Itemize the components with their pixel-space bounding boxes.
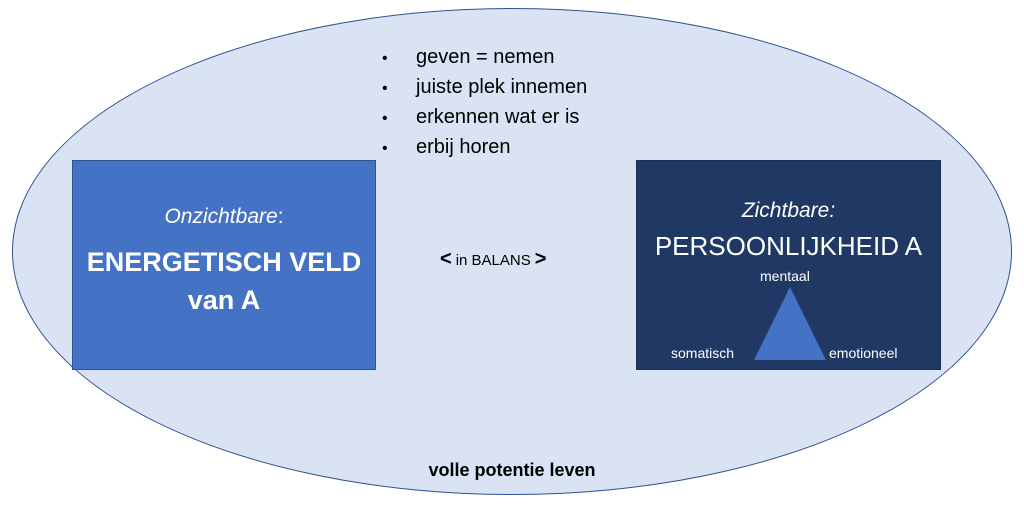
bullet-item: • geven = nemen (382, 42, 587, 72)
left-box-title: ENERGETISCH VELD van A (73, 243, 375, 319)
bullet-item: • erbij horen (382, 132, 587, 162)
bullet-list: • geven = nemen • juiste plek innemen • erk… (382, 42, 587, 162)
bullet-item: • erkennen wat er is (382, 102, 587, 132)
bullet-dot-icon: • (382, 140, 388, 157)
triangle-icon (754, 287, 826, 360)
balance-label: <in BALANS> (440, 248, 546, 271)
visible-personality-box: Zichtbare: PERSOONLIJKHEID A mentaal som… (636, 160, 941, 370)
bullet-dot-icon: • (382, 50, 388, 67)
right-angle-icon: > (534, 248, 547, 270)
bullet-text: erbij horen (416, 136, 511, 158)
left-box-subtitle: Onzichtbare: (164, 205, 284, 228)
bullet-text: erkennen wat er is (416, 106, 580, 128)
invisible-energy-field-box: Onzichtbare: ENERGETISCH VELD van A (72, 160, 376, 370)
bullet-dot-icon: • (382, 80, 388, 97)
left-angle-icon: < (440, 248, 452, 270)
right-box-subtitle: Zichtbare: (741, 199, 836, 222)
bullet-dot-icon: • (382, 110, 388, 127)
bullet-text: geven = nemen (416, 46, 555, 68)
left-box-title-line2: van A (187, 285, 261, 315)
triangle-label-somatisch: somatisch (671, 345, 735, 361)
triangle-shape (754, 287, 826, 360)
balance-text: in BALANS (455, 252, 531, 269)
right-box-title: PERSOONLIJKHEID A (654, 231, 923, 261)
footer-caption: volle potentie leven (428, 460, 596, 480)
left-box-title-line1: ENERGETISCH VELD (86, 247, 362, 277)
bullet-text: juiste plek innemen (416, 76, 588, 98)
bullet-item: • juiste plek innemen (382, 72, 587, 102)
triangle-label-emotioneel: emotioneel (829, 345, 898, 361)
triangle-label-mentaal: mentaal (760, 268, 810, 284)
